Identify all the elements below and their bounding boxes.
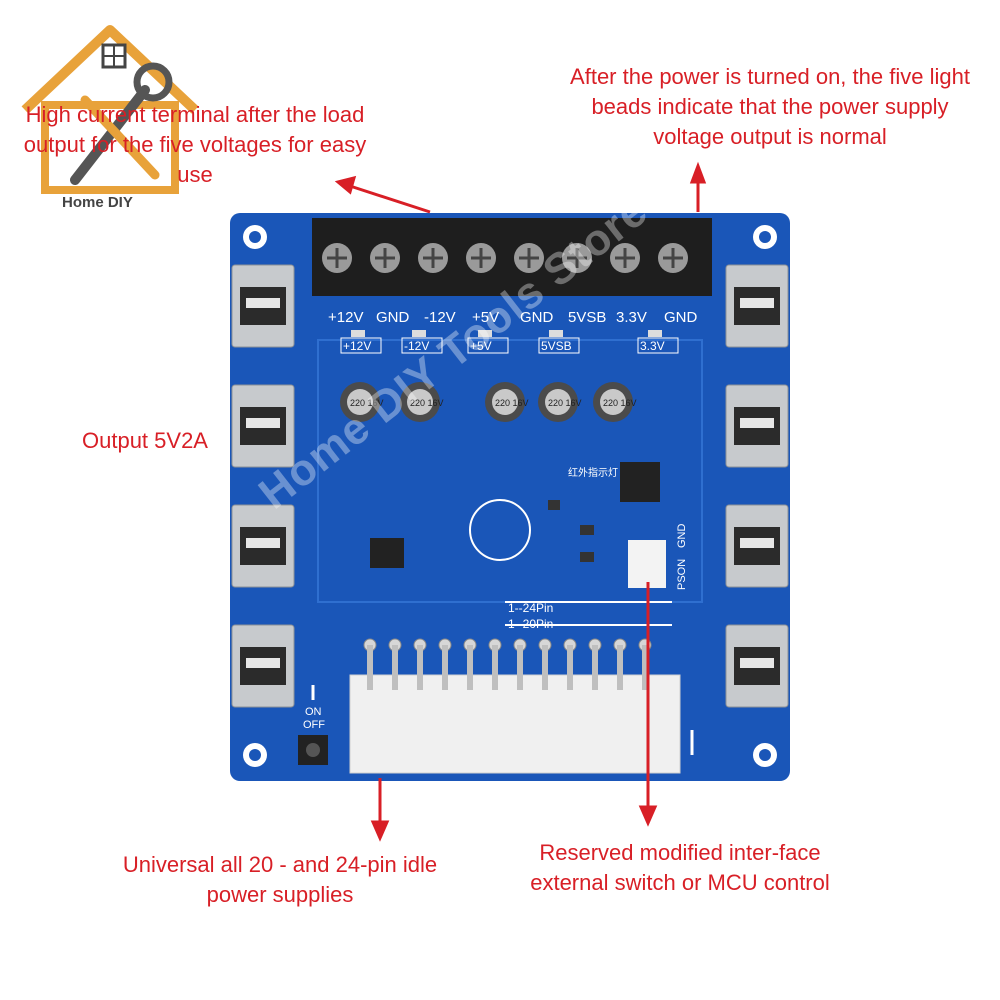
usb-port xyxy=(725,504,789,588)
usb-port xyxy=(725,384,789,468)
terminal-label: 5VSB xyxy=(568,309,606,326)
pin-label-20: 1--20Pin xyxy=(508,617,553,631)
switch-off-label: OFF xyxy=(303,719,325,731)
annotation-24pin: Universal all 20 - and 24-pin idle power… xyxy=(122,852,438,907)
led-label: -12V xyxy=(404,339,429,353)
capacitor-label: 220 16V xyxy=(603,398,637,408)
logo-text: Home DIY xyxy=(62,194,133,211)
status-led xyxy=(648,330,662,337)
usb-port xyxy=(725,624,789,708)
annotation-terminal: High current terminal after the load out… xyxy=(23,102,367,187)
capacitor-label: 220 16V xyxy=(410,398,444,408)
terminal-label: 3.3V xyxy=(616,309,647,326)
led-label: +5V xyxy=(470,339,492,353)
annotation-leds: After the power is turned on, the five l… xyxy=(570,64,970,149)
usb-port xyxy=(725,264,789,348)
usb-port xyxy=(231,624,295,708)
status-led xyxy=(412,330,426,337)
pson-label: PSON xyxy=(676,559,688,590)
pin-label-24: 1--24Pin xyxy=(508,601,553,615)
terminal-label: +5V xyxy=(472,309,499,326)
led-label: 3.3V xyxy=(640,339,665,353)
status-led xyxy=(351,330,365,337)
usb-port xyxy=(231,384,295,468)
status-led xyxy=(478,330,492,337)
terminal-label: -12V xyxy=(424,309,456,326)
annotation-interface: Reserved modified inter-face external sw… xyxy=(530,840,830,895)
led-label: 5VSB xyxy=(541,339,572,353)
terminal-label: GND xyxy=(664,309,698,326)
capacitor-label: 220 16V xyxy=(350,398,384,408)
usb-port xyxy=(231,264,295,348)
capacitor-label: 220 16V xyxy=(548,398,582,408)
atx-24pin-connector xyxy=(349,674,681,774)
gnd-label: GND xyxy=(676,524,688,549)
capacitor-label: 220 16V xyxy=(495,398,529,408)
status-led xyxy=(549,330,563,337)
led-label: +12V xyxy=(343,339,371,353)
usb-port xyxy=(231,504,295,588)
ir-indicator-label: 红外指示灯 xyxy=(568,466,618,479)
home-diy-logo xyxy=(15,10,205,220)
terminal-label: GND xyxy=(376,309,410,326)
annotation-usb-output: Output 5V2A xyxy=(82,428,208,453)
terminal-label: +12V xyxy=(328,309,363,326)
terminal-label: GND xyxy=(520,309,554,326)
switch-on-label: ON xyxy=(305,706,322,718)
